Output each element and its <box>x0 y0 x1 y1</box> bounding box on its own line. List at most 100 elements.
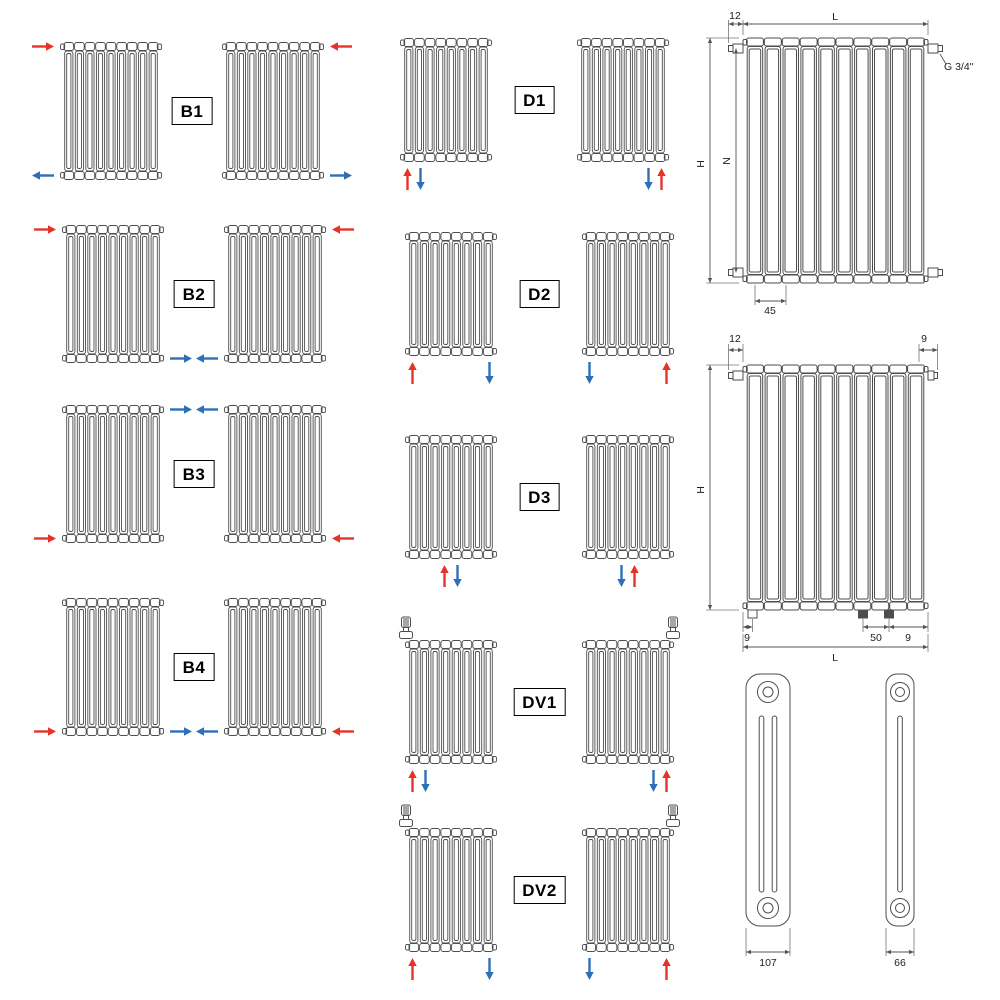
supply-flow-arrow-icon <box>440 565 449 587</box>
scheme-label: DV2 <box>513 876 566 904</box>
radiator-drawing <box>582 640 674 764</box>
radiator-left <box>405 232 497 384</box>
radiator-left <box>405 435 497 587</box>
dim-label-length: L <box>832 11 838 23</box>
radiator-right <box>582 435 674 587</box>
supply-flow-arrow-icon <box>408 362 417 384</box>
radiator-right <box>222 42 352 180</box>
return-flow-arrow-icon <box>644 168 653 190</box>
supply-flow-arrow-icon <box>657 168 666 190</box>
radiator-drawing <box>62 598 164 736</box>
return-flow-arrow-icon <box>485 958 494 980</box>
return-flow-arrow-icon <box>170 727 192 736</box>
radiator-front-view <box>742 364 929 611</box>
return-flow-arrow-icon <box>585 958 594 980</box>
radiator-left <box>399 616 497 792</box>
radiator-left <box>34 225 192 363</box>
radiator-drawing <box>405 828 497 952</box>
return-flow-arrow-icon <box>649 770 658 792</box>
radiator-drawing <box>224 405 326 543</box>
return-flow-arrow-icon <box>453 565 462 587</box>
radiator-drawing <box>405 640 497 764</box>
return-flow-arrow-icon <box>485 362 494 384</box>
scheme-label: B2 <box>173 280 215 308</box>
dim-label-depth-2col: 66 <box>894 957 906 969</box>
return-flow-arrow-icon <box>421 770 430 792</box>
return-flow-arrow-icon <box>196 354 218 363</box>
return-flow-arrow-icon <box>416 168 425 190</box>
dimension-lines <box>706 344 938 652</box>
radiator-right <box>196 225 354 363</box>
return-flow-arrow-icon <box>617 565 626 587</box>
radiator-front-view <box>742 37 929 284</box>
radiator-drawing <box>60 42 162 180</box>
dim-label-height: H <box>695 160 707 168</box>
scheme-label: B3 <box>173 460 215 488</box>
radiator-left <box>34 598 192 736</box>
return-flow-arrow-icon <box>170 405 192 414</box>
supply-flow-arrow-icon <box>34 225 56 234</box>
supply-flow-arrow-icon <box>408 958 417 980</box>
dimension-lines <box>706 20 947 305</box>
dim-label-offset-top: 12 <box>729 10 741 22</box>
dimension-drawing-column-profiles: 107 66 <box>745 673 915 969</box>
radiator-drawing <box>400 38 492 162</box>
dim-label-depth-3col: 107 <box>759 957 777 969</box>
dim-label-foot-left: 9 <box>744 632 750 644</box>
supply-flow-arrow-icon <box>34 727 56 736</box>
return-flow-arrow-icon <box>32 171 54 180</box>
scheme-label: B1 <box>171 97 213 125</box>
supply-flow-arrow-icon <box>332 225 354 234</box>
supply-flow-arrow-icon <box>662 770 671 792</box>
column-profile-3col <box>745 673 791 927</box>
supply-flow-arrow-icon <box>403 168 412 190</box>
dim-label-length: L <box>832 652 838 664</box>
supply-flow-arrow-icon <box>32 42 54 51</box>
radiator-drawing <box>224 225 326 363</box>
supply-flow-arrow-icon <box>332 727 354 736</box>
scheme-label: B4 <box>173 653 215 681</box>
radiator-drawing <box>582 232 674 356</box>
dim-label-thread: G 3/4'' <box>944 61 974 73</box>
radiator-right <box>577 38 669 190</box>
thermostatic-valve-icon <box>666 616 680 639</box>
thermostatic-valve-icon <box>399 804 413 827</box>
radiator-left <box>399 804 497 980</box>
supply-flow-arrow-icon <box>662 362 671 384</box>
radiator-left <box>400 38 492 190</box>
tapping-stubs <box>728 370 938 619</box>
dim-label-offset-left: 12 <box>729 333 741 345</box>
radiator-right <box>196 598 354 736</box>
dim-label-foot-right: 9 <box>905 632 911 644</box>
dim-label-axis: N <box>721 157 733 165</box>
return-flow-arrow-icon <box>330 171 352 180</box>
return-flow-arrow-icon <box>585 362 594 384</box>
radiator-drawing <box>405 232 497 356</box>
return-flow-arrow-icon <box>196 727 218 736</box>
radiator-drawing <box>582 828 674 952</box>
dim-label-foot: 45 <box>764 305 776 317</box>
dimension-drawing-bottom-connections: 12 9 H 9 50 9 L <box>695 333 938 664</box>
supply-flow-arrow-icon <box>34 534 56 543</box>
return-flow-arrow-icon <box>170 354 192 363</box>
radiator-right <box>582 232 674 384</box>
supply-flow-arrow-icon <box>330 42 352 51</box>
scheme-label: D1 <box>514 86 555 114</box>
dim-label-height: H <box>695 486 707 494</box>
thermostatic-valve-icon <box>399 616 413 639</box>
supply-flow-arrow-icon <box>332 534 354 543</box>
radiator-drawing <box>405 435 497 559</box>
radiator-right <box>196 405 354 543</box>
radiator-right <box>582 616 680 792</box>
dim-label-offset-right: 9 <box>921 333 927 345</box>
scheme-label: D2 <box>519 280 560 308</box>
scheme-label: DV1 <box>513 688 566 716</box>
supply-flow-arrow-icon <box>662 958 671 980</box>
radiator-left <box>34 405 192 543</box>
radiator-drawing <box>62 225 164 363</box>
return-flow-arrow-icon <box>196 405 218 414</box>
supply-flow-arrow-icon <box>408 770 417 792</box>
column-profile-2col <box>885 673 915 927</box>
scheme-label: D3 <box>519 483 560 511</box>
